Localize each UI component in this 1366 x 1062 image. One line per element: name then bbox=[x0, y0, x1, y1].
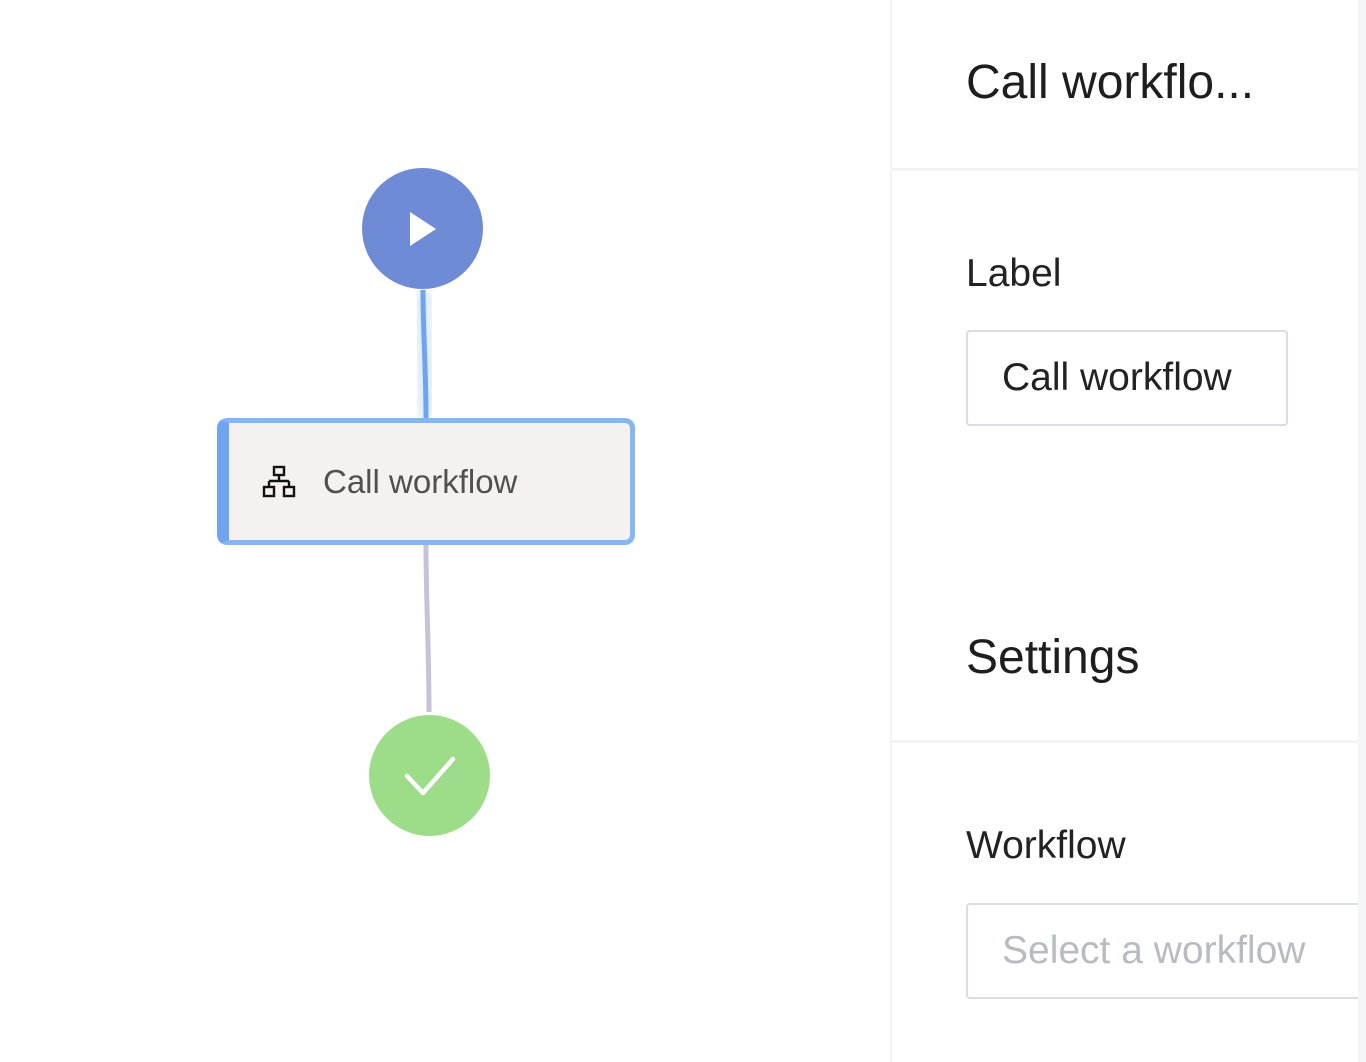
panel-scrollbar[interactable] bbox=[1358, 0, 1366, 1062]
edge-layer bbox=[416, 289, 433, 713]
end-node[interactable] bbox=[369, 715, 490, 836]
properties-panel: Call workflo... Label Settings Workflow bbox=[890, 0, 1366, 1062]
label-field-label: Label bbox=[966, 252, 1062, 295]
workflow-hierarchy-icon bbox=[261, 464, 297, 500]
workflow-canvas[interactable]: Call workflow bbox=[0, 0, 890, 1062]
edge-start-to-activity[interactable] bbox=[420, 289, 429, 419]
start-node[interactable] bbox=[362, 168, 483, 289]
section-divider bbox=[892, 740, 1360, 743]
activity-node-label: Call workflow bbox=[323, 462, 518, 500]
call-workflow-node[interactable]: Call workflow bbox=[217, 418, 635, 545]
workflow-select-input[interactable] bbox=[966, 903, 1360, 999]
play-icon bbox=[409, 211, 436, 246]
edge-activity-to-end[interactable] bbox=[423, 544, 432, 713]
label-input[interactable] bbox=[966, 330, 1288, 426]
settings-section-title: Settings bbox=[966, 631, 1140, 684]
checkmark-icon bbox=[404, 756, 455, 795]
panel-title: Call workflo... bbox=[966, 56, 1255, 109]
workflow-field-label: Workflow bbox=[966, 824, 1126, 867]
panel-header: Call workflo... bbox=[892, 0, 1360, 171]
